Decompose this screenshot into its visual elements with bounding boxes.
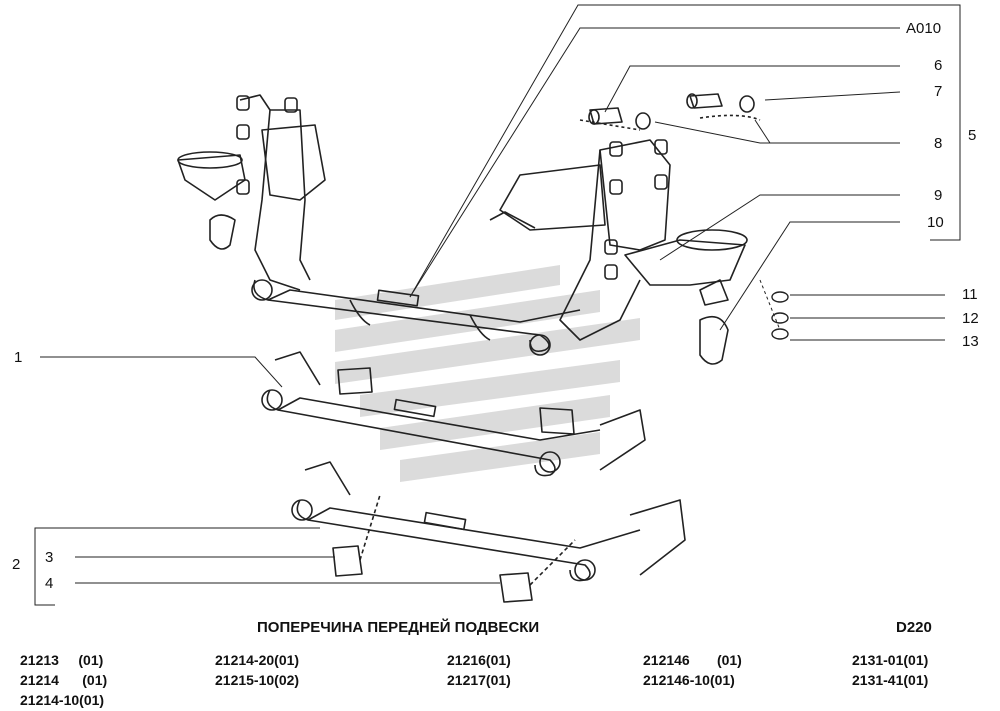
callout-11: 11 — [962, 286, 978, 303]
model-code: 21214 (01) — [20, 672, 108, 688]
callout-a010: A010 — [906, 20, 942, 37]
model-code: 21217(01) — [447, 672, 511, 688]
leader-lines — [34, 4, 961, 606]
callout-7: 7 — [934, 83, 943, 100]
callout-6: 6 — [934, 57, 943, 74]
callout-3: 3 — [45, 549, 54, 566]
model-code: 212146 (01) — [643, 652, 742, 668]
watermark-logo — [335, 265, 640, 482]
model-code: 21213 (01) — [20, 652, 104, 668]
model-code: 21216(01) — [447, 652, 511, 668]
callout-2: 2 — [12, 556, 21, 573]
callout-5: 5 — [968, 127, 977, 144]
model-code: 2131-41(01) — [852, 672, 929, 688]
model-code: 21215-10(02) — [215, 672, 300, 688]
callout-12: 12 — [962, 310, 979, 327]
model-code: 212146-10(01) — [643, 672, 735, 688]
callout-10: 10 — [927, 214, 944, 231]
model-code: 2131-01(01) — [852, 652, 929, 668]
callout-13: 13 — [962, 333, 979, 350]
page-code: D220 — [896, 619, 932, 636]
diagram-linework — [177, 93, 761, 603]
callout-4: 4 — [45, 575, 54, 592]
model-code: 21214-20(01) — [215, 652, 300, 668]
callout-1: 1 — [14, 349, 23, 366]
model-code: 21214-10(01) — [20, 692, 105, 708]
callout-8: 8 — [934, 135, 943, 152]
diagram-title: ПОПЕРЕЧИНА ПЕРЕДНЕЙ ПОДВЕСКИ — [257, 619, 540, 636]
hardware-glyphs — [771, 291, 789, 340]
callout-9: 9 — [934, 187, 943, 204]
